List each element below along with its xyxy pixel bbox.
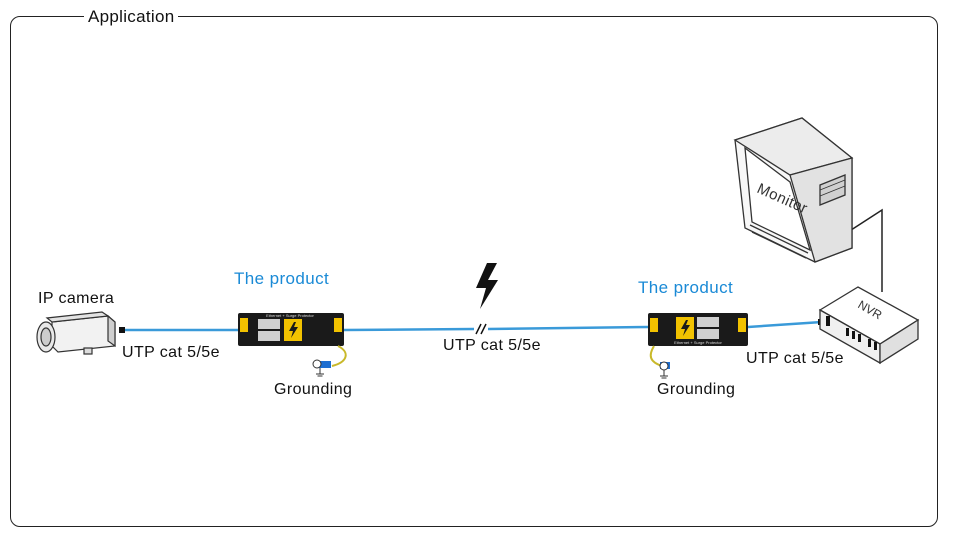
ground-icon-right <box>660 370 668 379</box>
cable-middle-label: UTP cat 5/5e <box>443 337 541 354</box>
ground-wire-left <box>312 345 347 377</box>
cable-right-label: UTP cat 5/5e <box>746 350 844 367</box>
surge-protector-right: Ethernet + Surge Protector <box>648 313 748 346</box>
ip-camera-label: IP camera <box>38 290 115 307</box>
monitor-icon <box>733 117 854 263</box>
nvr-icon <box>818 286 920 365</box>
product-right-label: The product <box>638 278 734 297</box>
product-right-print: Ethernet + Surge Protector <box>674 340 722 345</box>
cable-break-mark <box>475 323 487 335</box>
cable-product-to-break <box>343 327 475 332</box>
grounding-left-label: Grounding <box>274 381 353 398</box>
cable-plug-camera <box>119 327 125 333</box>
product-left-print: Ethernet + Surge Protector <box>266 313 314 318</box>
lightning-icon <box>476 263 498 309</box>
ip-camera-icon <box>36 311 116 355</box>
cable-left-label: UTP cat 5/5e <box>122 344 220 361</box>
frame-title: Application <box>84 7 179 27</box>
cable-product-to-nvr <box>747 320 823 329</box>
monitor-nvr-cable <box>847 208 883 292</box>
ground-icon <box>316 368 324 377</box>
ground-wire-right <box>649 345 670 379</box>
surge-protector-left: Ethernet + Surge Protector <box>238 313 344 346</box>
grounding-right-label: Grounding <box>657 381 736 398</box>
application-frame <box>10 16 938 527</box>
product-left-label: The product <box>234 269 330 288</box>
cable-break-to-product <box>487 325 649 331</box>
